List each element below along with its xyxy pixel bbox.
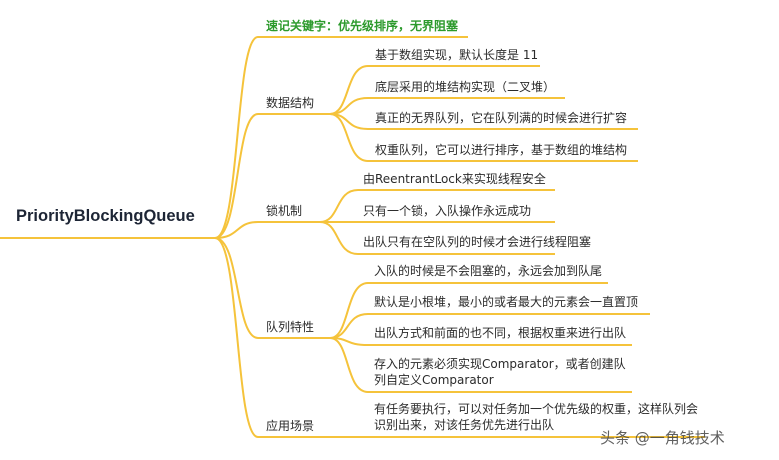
leaf-node-cont: 列自定义Comparator [374,373,494,387]
leaf-node[interactable]: 底层采用的堆结构实现（二叉堆） [375,80,556,94]
root-node[interactable]: PriorityBlockingQueue [16,207,195,225]
leaf-node[interactable]: 有任务要执行，可以对任务加一个优先级的权重，这样队列会 [374,402,699,416]
branch-queue-features[interactable]: 队列特性 [266,320,315,334]
leaf-node[interactable]: 由ReentrantLock来实现线程安全 [363,172,546,186]
leaf-node[interactable]: 默认是小根堆，最小的或者最大的元素会一直置顶 [374,295,639,309]
branch-use-cases[interactable]: 应用场景 [266,419,315,433]
leaf-node[interactable]: 出队方式和前面的也不同，根据权重来进行出队 [374,326,627,340]
branch-data-structure[interactable]: 数据结构 [266,96,315,110]
keywords-node[interactable]: 速记关键字：优先级排序，无界阻塞 [266,19,459,33]
leaf-node[interactable]: 存入的元素必须实现Comparator，或者创建队 [374,357,626,371]
leaf-node[interactable]: 真正的无界队列，它在队列满的时候会进行扩容 [375,111,628,125]
leaf-node[interactable]: 出队只有在空队列的时候才会进行线程阻塞 [363,235,592,249]
leaf-node[interactable]: 只有一个锁，入队操作永远成功 [363,204,532,218]
watermark: 头条 @一角钱技术 [600,429,725,447]
leaf-node[interactable]: 入队的时候是不会阻塞的，永远会加到队尾 [374,264,603,278]
branch-lock[interactable]: 锁机制 [266,204,303,218]
leaf-node[interactable]: 基于数组实现，默认长度是 11 [375,48,539,62]
leaf-node-cont: 识别出来，对该任务优先进行出队 [374,418,555,432]
leaf-node[interactable]: 权重队列，它可以进行排序，基于数组的堆结构 [375,143,628,157]
